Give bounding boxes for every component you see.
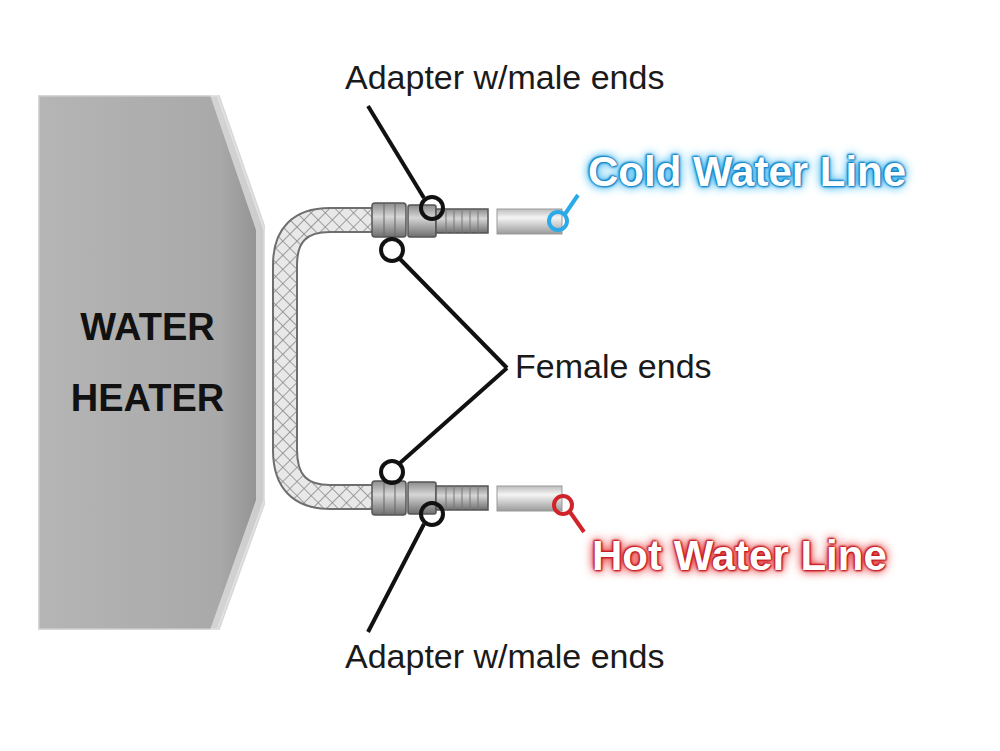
part-label: Adapter w/male ends [345,637,664,676]
part-label: Adapter w/male ends [345,58,664,97]
water-heater: WATER HEATER [38,95,265,630]
heater-label: WATER HEATER [63,292,233,433]
line-label: Cold Water Line [588,148,906,196]
braided-hose [285,220,378,497]
female-nut [372,481,406,515]
line-label: Hot Water Line [592,532,887,580]
female-nut [372,203,406,237]
part-label: Female ends [515,347,712,386]
heater-outline [38,95,265,630]
